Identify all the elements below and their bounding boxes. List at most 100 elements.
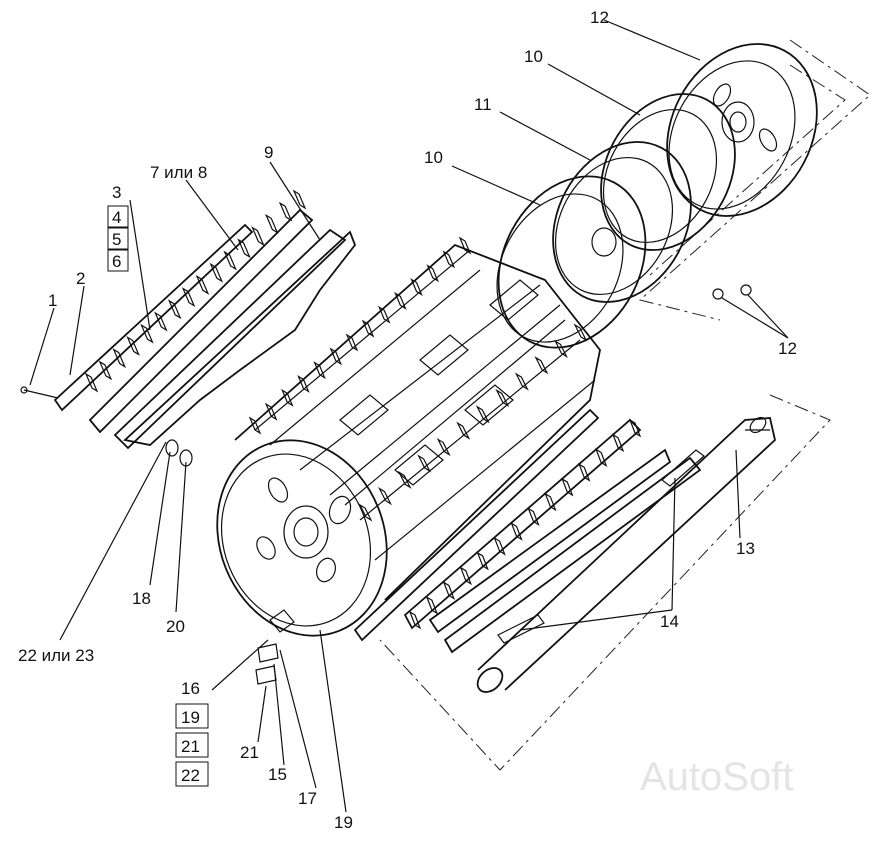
disc-11 [552,141,692,303]
tooth [378,487,393,506]
tooth [195,274,210,295]
label-12-top: 12 [590,8,609,27]
left-bar-teeth [84,189,307,393]
tooth [514,372,529,391]
tooth [510,521,523,541]
tooth [417,454,432,473]
tooth [442,581,456,600]
label-3: 3 [112,183,121,202]
label-frames [107,205,209,787]
tooth [527,507,540,527]
tooth [84,372,99,393]
label-12-bottom: 19 [334,813,353,832]
drum-body [234,243,601,601]
tooth [476,551,489,571]
label-2: 2 [76,269,85,288]
tooth [459,566,472,586]
tooth [167,299,182,320]
tooth [628,418,642,438]
tooth [126,335,140,356]
label-6: 6 [112,252,121,271]
tooth [561,477,574,497]
bolts-13 [712,284,752,300]
tooth [248,416,262,435]
tooth [98,360,113,381]
label-13: 12 [778,339,797,358]
label-4: 4 [112,208,121,227]
tooth [495,388,510,408]
label-14: 13 [736,539,755,558]
drum-teeth [248,236,588,522]
tooth [458,236,472,255]
tooth [264,402,278,421]
left-rasp-bars [53,208,357,450]
tooth [408,610,422,630]
right-bar-teeth [408,418,642,630]
tooth [397,470,412,489]
tooth [573,323,588,342]
tooth [425,595,439,615]
label-17: 15 [268,765,287,784]
tooth [426,264,439,283]
tooth [377,305,391,324]
tooth [410,278,423,296]
tooth [154,311,168,332]
keys-15 [497,449,705,644]
tooth [534,356,549,375]
label-19-left: 18 [132,589,151,608]
tooth [281,388,294,407]
tooth [553,339,568,358]
tooth [594,448,608,467]
tooth [329,347,343,366]
label-19-box: 19 [181,708,200,727]
tooth [112,348,127,369]
label-7-or-8: 7 или 8 [150,163,207,182]
disc-10-rear [600,93,736,251]
tooth [394,291,407,310]
tooth [611,433,625,453]
tooth [278,201,293,222]
label-10-top: 10 [524,47,543,66]
tooth [209,262,224,283]
disc-10-front [496,175,647,349]
label-1: 1 [48,291,57,310]
tooth [140,323,154,344]
tooth [544,492,557,512]
tooth [456,421,471,440]
label-20: 21 [240,743,259,762]
disc-12-rear [666,43,818,217]
tooth [358,503,373,522]
tooth [578,462,591,482]
shaft-14 [476,416,776,693]
tooth [292,189,307,210]
part-labels: 12 10 11 10 9 7 или 8 3 4 5 6 2 1 12 13 … [18,8,797,832]
leader-lines [29,19,789,813]
label-15: 14 [660,612,679,631]
label-22-or-23: 22 или 23 [18,646,94,665]
tooth [251,226,265,247]
tooth [493,536,506,556]
tooth [237,238,251,259]
label-22: 22 [181,766,200,785]
tooth [223,250,237,271]
label-11: 11 [474,95,492,114]
label-10-mid: 10 [424,148,443,167]
label-21-left: 20 [166,617,185,636]
label-9: 9 [264,143,273,162]
label-21-box: 21 [181,737,200,756]
disc-12-front [216,439,388,637]
label-18: 16 [181,679,200,698]
tooth [297,375,310,393]
label-5: 5 [112,230,121,249]
tooth [475,405,490,424]
label-16: 17 [298,789,317,808]
watermark: AutoSoft [640,755,793,799]
tooth [345,333,359,352]
assembly-guide-lines [379,39,871,771]
tooth [442,250,456,269]
right-rasp-bars [353,408,702,654]
tooth [361,319,375,338]
tooth [181,287,196,308]
